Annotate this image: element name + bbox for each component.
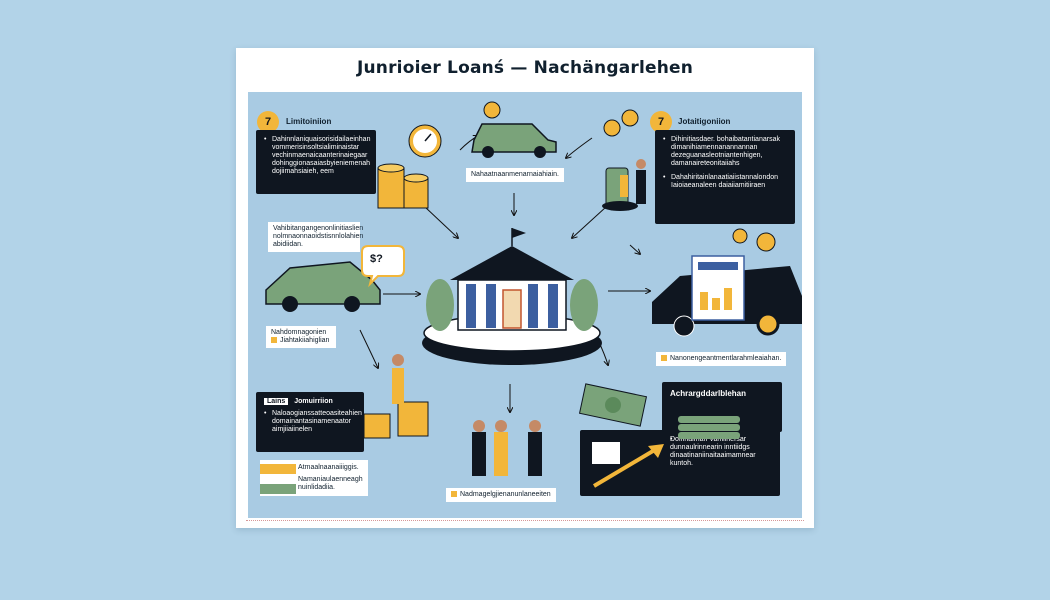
info-box-tag: Lains	[264, 398, 289, 405]
info-box-mid-left: Lains Jomuirriion Naloaogianssatteoasite…	[256, 392, 364, 452]
legend-text: Atmaalnaanaiiiggis.	[298, 464, 359, 471]
clock-icon	[408, 124, 442, 158]
step-number-badge: 7	[650, 111, 672, 133]
legend: Atmaalnaanaiiiggis. Namaniaulaenneagh nu…	[260, 460, 368, 496]
bank-building-icon	[422, 228, 602, 365]
legend-text: Namaniaulaenneagh nuinlidadiia.	[298, 476, 363, 491]
label-right-mid: Nanonengeantmentlarahmleaiahan.	[656, 352, 787, 366]
people-icon	[602, 109, 646, 211]
document-icon	[691, 228, 776, 321]
legend-swatch-green	[260, 484, 296, 494]
label-center-bottom: Nadmagelgjienanunlaneeiten	[446, 488, 556, 502]
label-text: Nahdomnagonien	[271, 329, 327, 336]
info-box-text: Dahahiritainlanaatiaiistannalondon Iaioi…	[663, 174, 787, 190]
coins-icon	[363, 354, 429, 439]
info-box-text: Dihinitiasdaer. bohaibatantianarsak dima…	[663, 136, 787, 168]
info-box-header-bottom-right: Achrargddarlblehan	[662, 382, 782, 432]
money-bill-icon	[578, 383, 648, 427]
speech-bubble-text: $?	[370, 253, 383, 265]
info-box-text: Dahinnlaniquaisorisidailaeinhan vommeris…	[264, 136, 370, 176]
info-box-title: Achrargddarlblehan	[670, 389, 747, 398]
info-box-text: Naloaogianssatteoasiteahien domainantasi…	[264, 410, 362, 434]
tag-square	[271, 337, 277, 344]
coins-stack-icon	[674, 412, 744, 442]
coins-icon	[377, 163, 429, 209]
info-box-top-right: Dihinitiasdaer. bohaibatantianarsak dima…	[655, 130, 795, 224]
legend-swatch-yellow	[260, 464, 296, 474]
label-center-top: Nahaatnaanmenarnaiahiain.	[466, 168, 564, 182]
footer-divider	[246, 520, 804, 524]
tag-square	[661, 355, 667, 362]
label-text: Nadmagelgjienanunlaneeiten	[460, 491, 551, 498]
header-top-left: Limitoiniion	[286, 117, 332, 126]
label-text: Jiahtakiiahiglian	[280, 337, 330, 344]
car-icon	[471, 101, 557, 158]
label-left-upper: Vahibitangangenonlinitiaslien nolmnaonna…	[268, 222, 363, 252]
car-icon	[265, 261, 381, 312]
info-box-bottom-right: Dolnnalman Vamiiriersar dunnaulrinnearin…	[580, 430, 780, 496]
label-left-lower: Nahdomnagonien Jiahtakiiahiglian	[266, 326, 336, 348]
label-text: Nanonengeantmentlarahmleaiahan.	[670, 355, 782, 362]
header-top-right: Jotaitigoniion	[678, 117, 731, 126]
info-box-title: Jomuirriion	[294, 398, 333, 405]
info-box-top-left: Dahinnlaniquaisorisidailaeinhan vommeris…	[256, 130, 376, 194]
handshake-icon	[472, 420, 542, 476]
speech-bubble	[361, 245, 405, 288]
poster-title: Junrioier Loanś — Nachängarlehen	[356, 58, 694, 78]
growth-chart-icon	[588, 436, 668, 490]
tag-square	[451, 491, 457, 498]
info-box-text: Dolnnalman Vamiiriersar dunnaulrinnearin…	[670, 436, 772, 468]
step-number-badge: 7	[257, 111, 279, 133]
